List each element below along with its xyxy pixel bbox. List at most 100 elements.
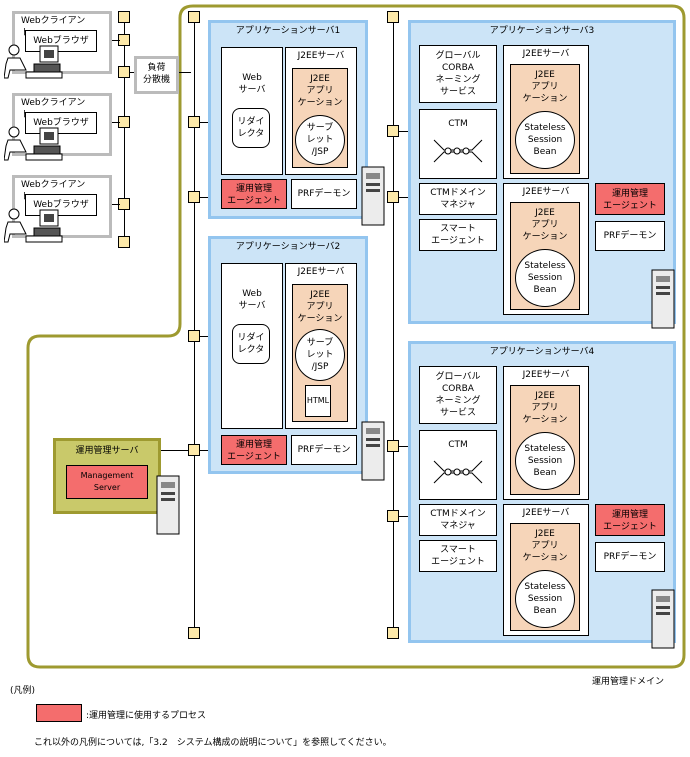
connector: [387, 440, 399, 452]
terminator-icon: [188, 627, 200, 639]
j2ee-server-box: J2EEサーバ J2EE アプリ ケーション Stateless Session…: [503, 45, 589, 179]
j2ee-app-label: J2EE アプリ ケーション: [522, 70, 568, 104]
corba-naming: グローバル CORBA ネーミング サービス: [419, 366, 497, 424]
network-line-1: [194, 18, 195, 632]
terminator-icon: [188, 11, 200, 23]
server-machine-icon: [651, 589, 675, 649]
j2ee-app-label: J2EE アプリ ケーション: [297, 74, 343, 108]
server-title: アプリケーションサーバ2: [235, 242, 341, 252]
management-server-process: Management Server: [66, 465, 148, 499]
corba-naming: グローバル CORBA ネーミング サービス: [419, 45, 497, 103]
ctm-label: CTM: [448, 440, 468, 450]
link-line: [161, 450, 189, 451]
terminator-icon: [387, 11, 399, 23]
mgmt-server-title: 運用管理サーバ: [75, 446, 139, 456]
j2ee-server-box: J2EEサーバ J2EE アプリ ケーション Stateless Session…: [503, 366, 589, 500]
smart-agent: スマート エージェント: [419, 540, 497, 572]
j2ee-app: J2EE アプリ ケーション Stateless Session Bean: [510, 523, 580, 631]
j2ee-app: J2EE アプリ ケーション Stateless Session Bean: [510, 385, 580, 495]
j2ee-server-label: J2EEサーバ: [522, 187, 570, 197]
servlet-jsp: サーブ レット /JSP: [295, 329, 345, 381]
redirector: リダイ レクタ: [232, 324, 270, 364]
stateless-bean: Stateless Session Bean: [515, 111, 575, 169]
link-line: [112, 204, 120, 205]
server-machine-icon: [651, 269, 675, 329]
j2ee-server-box: J2EEサーバ J2EE アプリ ケーション Stateless Session…: [503, 183, 589, 315]
client-network-line: [124, 18, 125, 244]
ctm-box: CTM: [419, 430, 497, 500]
j2ee-app: J2EE アプリ ケーション Stateless Session Bean: [510, 202, 580, 310]
connector: [188, 444, 200, 456]
client-user-icon: [4, 208, 63, 243]
terminator-icon: [118, 236, 130, 248]
network-line-2: [393, 18, 394, 632]
web-server-box: Web サーバ リダイ レクタ: [221, 47, 283, 175]
j2ee-server-label: J2EEサーバ: [522, 508, 570, 518]
domain-outline: [26, 4, 686, 669]
prf-daemon: PRFデーモン: [291, 435, 357, 465]
prf-daemon: PRFデーモン: [595, 221, 665, 251]
agent-box: 運用管理 エージェント: [221, 435, 287, 465]
servlet-jsp: サーブ レット /JSP: [295, 115, 345, 165]
legend-red-swatch: [36, 704, 82, 722]
load-balancer: 負荷 分散機: [134, 56, 179, 94]
server-machine-icon: [156, 475, 180, 535]
j2ee-server-box: J2EEサーバ J2EE アプリ ケーション Stateless Session…: [503, 504, 589, 636]
stateless-bean: Stateless Session Bean: [515, 432, 575, 490]
web-client-box: Webクライアント Webブラウザ: [12, 93, 112, 156]
j2ee-app: J2EE アプリ ケーション サーブ レット /JSP: [292, 68, 348, 168]
j2ee-server-label: J2EEサーバ: [522, 370, 570, 380]
connector: [118, 66, 130, 78]
server-title: アプリケーションサーバ3: [489, 26, 595, 36]
domain-label: 運用管理ドメイン: [592, 677, 665, 687]
ctm-domain-manager: CTMドメイン マネジャ: [419, 504, 497, 536]
j2ee-server-label: J2EEサーバ: [297, 267, 345, 277]
prf-daemon: PRFデーモン: [595, 542, 665, 572]
j2ee-app-label: J2EE アプリ ケーション: [522, 208, 568, 242]
j2ee-server-label: J2EEサーバ: [297, 51, 345, 61]
legend-note: これ以外の凡例については,「3.2 システム構成の説明について」を参照してくださ…: [34, 738, 392, 748]
terminator-icon: [118, 11, 130, 23]
link-line: [179, 72, 191, 73]
html-doc: HTML: [305, 385, 331, 417]
server-machine-icon: [361, 166, 385, 226]
connector: [387, 191, 399, 203]
web-client-group: Webクライアント Webブラウザ Webクライアント Webブラウザ Webク…: [0, 0, 120, 250]
j2ee-app-label: J2EE アプリ ケーション: [297, 290, 343, 324]
agent-box: 運用管理 エージェント: [221, 179, 287, 209]
connector: [188, 330, 200, 342]
client-user-icon: [4, 44, 63, 79]
legend-red-desc: :運用管理に使用するプロセス: [86, 711, 207, 721]
server-title: アプリケーションサーバ1: [235, 26, 341, 36]
j2ee-app: J2EE アプリ ケーション サーブ レット /JSP HTML: [292, 284, 348, 422]
terminator-icon: [387, 627, 399, 639]
client-user-icon: [4, 126, 63, 161]
web-server-label: Web サーバ: [238, 73, 266, 95]
web-server-label: Web サーバ: [238, 289, 266, 311]
stateless-bean: Stateless Session Bean: [515, 570, 575, 628]
stateless-bean: Stateless Session Bean: [515, 249, 575, 307]
web-client-box: Webクライアント Webブラウザ: [12, 11, 112, 74]
j2ee-server-label: J2EEサーバ: [522, 49, 570, 59]
ctm-queue-icon: [433, 139, 483, 163]
app-server-3: アプリケーションサーバ3 グローバル CORBA ネーミング サービス CTM …: [408, 20, 676, 324]
j2ee-app-label: J2EE アプリ ケーション: [522, 529, 568, 563]
web-server-box: Web サーバ リダイ レクタ: [221, 263, 283, 429]
link-line: [112, 40, 120, 41]
ctm-label: CTM: [448, 119, 468, 129]
j2ee-app-label: J2EE アプリ ケーション: [522, 391, 568, 425]
ctm-domain-manager: CTMドメイン マネジャ: [419, 183, 497, 215]
connector: [387, 510, 399, 522]
app-server-4: アプリケーションサーバ4 グローバル CORBA ネーミング サービス CTM …: [408, 341, 676, 643]
server-machine-icon: [361, 421, 385, 481]
agent-box: 運用管理 エージェント: [595, 504, 665, 536]
j2ee-app: J2EE アプリ ケーション Stateless Session Bean: [510, 64, 580, 174]
app-server-1: アプリケーションサーバ1 Web サーバ リダイ レクタ J2EEサーバ J2E…: [208, 20, 368, 219]
ctm-box: CTM: [419, 109, 497, 179]
link-line: [130, 72, 136, 73]
ctm-queue-icon: [433, 460, 483, 484]
mgmt-server: 運用管理サーバ Management Server: [53, 438, 161, 514]
app-server-2: アプリケーションサーバ2 Web サーバ リダイ レクタ J2EEサーバ J2E…: [208, 236, 368, 474]
j2ee-server-box: J2EEサーバ J2EE アプリ ケーション サーブ レット /JSP HTML: [285, 263, 357, 429]
smart-agent: スマート エージェント: [419, 219, 497, 251]
